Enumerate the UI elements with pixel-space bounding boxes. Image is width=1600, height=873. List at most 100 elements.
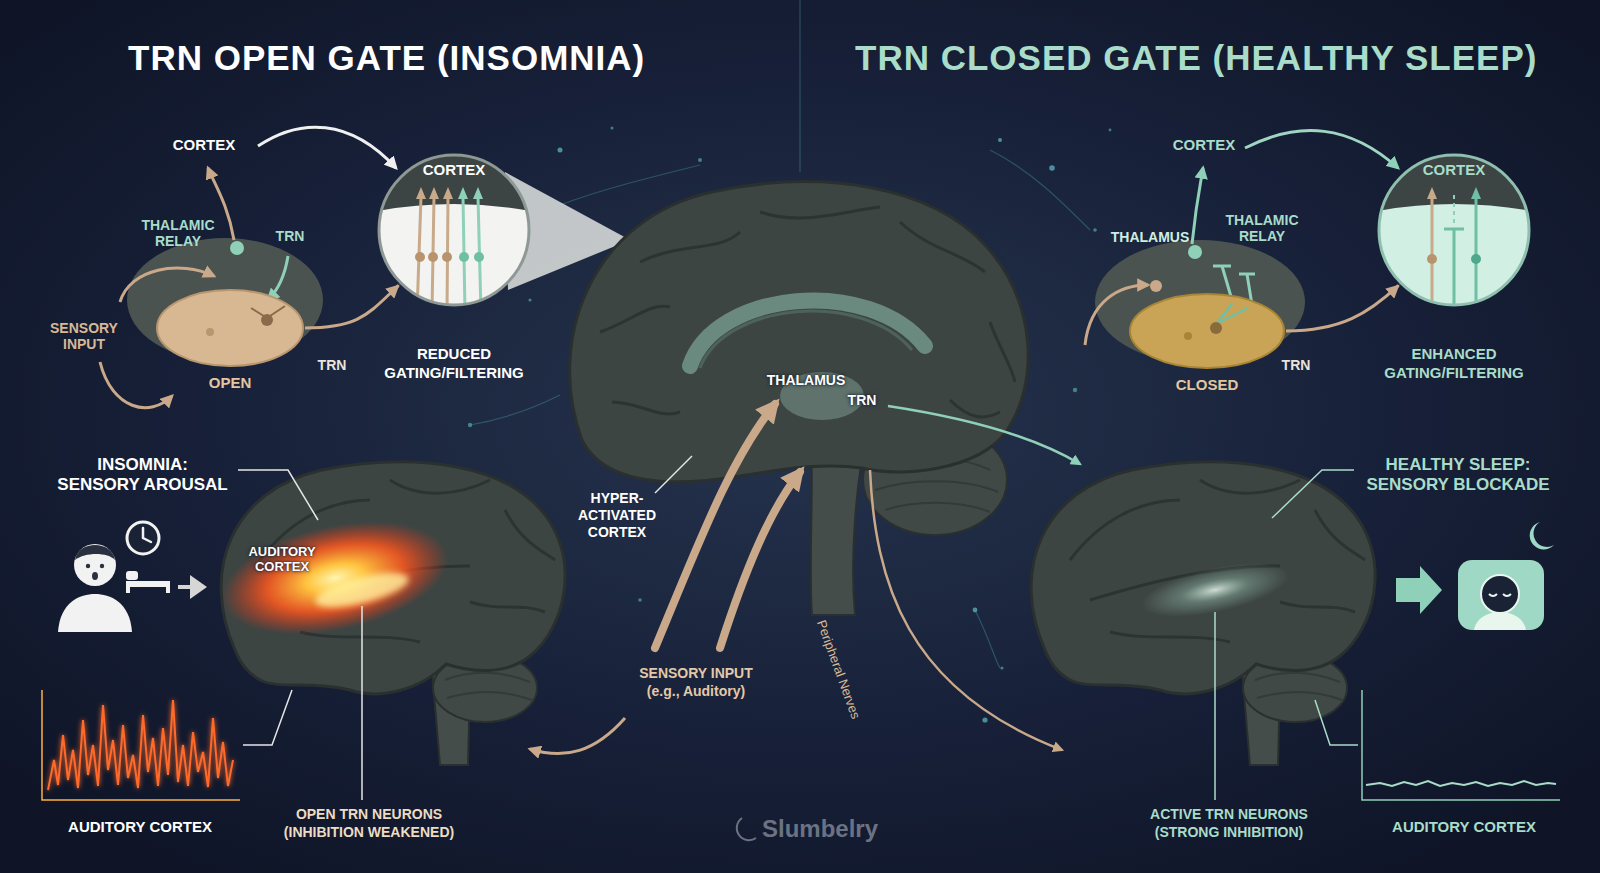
zoom-circle xyxy=(415,252,425,262)
leader-lines xyxy=(361,606,363,800)
zoom-circle xyxy=(473,187,483,199)
cortex-label: CORTEX xyxy=(377,161,531,178)
trn-nucleus xyxy=(155,288,305,368)
center-brain xyxy=(600,207,1015,417)
awake-person-icon xyxy=(75,545,115,560)
particles xyxy=(998,138,1002,142)
zoom-circle xyxy=(417,197,448,307)
sleeping-person-icon xyxy=(1458,560,1544,630)
zoom-circle xyxy=(1427,187,1437,199)
center-brain xyxy=(700,311,912,368)
particles xyxy=(698,158,702,162)
trn-nucleus xyxy=(1130,294,1284,368)
structure-label: THALAMUS xyxy=(1100,229,1200,245)
sleep-signal xyxy=(1366,781,1556,786)
particles xyxy=(638,598,642,602)
particles xyxy=(468,127,1112,723)
awake-person-icon xyxy=(100,564,104,568)
particles xyxy=(1109,129,1112,132)
leader-lines xyxy=(238,470,318,520)
network-lines xyxy=(799,0,800,172)
insomnia-brain xyxy=(212,462,565,765)
trn-nucleus xyxy=(1210,322,1222,334)
trn-nucleus xyxy=(1128,292,1286,370)
awake-person-icon xyxy=(166,581,170,593)
trn-nucleus xyxy=(1216,304,1248,324)
zoom-circle xyxy=(1377,153,1531,211)
gate-state: OPEN xyxy=(155,374,305,391)
leader-lines xyxy=(1214,612,1216,800)
right-gate-inset xyxy=(1150,280,1162,292)
leader-lines xyxy=(1272,470,1354,518)
sensory-pathways xyxy=(720,472,800,648)
particles xyxy=(611,127,614,130)
sleep-brain xyxy=(1031,462,1375,765)
left-gate-inset xyxy=(230,241,244,255)
awake-person-icon xyxy=(126,581,130,593)
state-title: HEALTHY SLEEP: SENSORY BLOCKADE xyxy=(1358,455,1558,496)
gate-connector xyxy=(1286,285,1399,331)
gating-caption: ENHANCED GATING/FILTERING xyxy=(1362,345,1546,383)
zoom-circle xyxy=(474,252,484,262)
zoom-circle: CORTEXENHANCED GATING/FILTERING xyxy=(1377,153,1531,307)
neuron-caption: ACTIVE TRN NEURONS (STRONG INHIBITION) xyxy=(1129,806,1329,841)
trn-nucleus xyxy=(206,328,214,336)
insomnia-signal xyxy=(42,690,240,800)
input-label: SENSORY INPUT (e.g., Auditory) xyxy=(626,665,766,700)
graph-caption: AUDITORY CORTEX xyxy=(1364,818,1564,835)
insomnia-signal xyxy=(42,690,240,800)
state-title: INSOMNIA: SENSORY AROUSAL xyxy=(55,455,230,496)
awake-person-icon xyxy=(58,522,207,632)
callout-label: HYPER- ACTIVATED CORTEX xyxy=(567,490,667,540)
trn-nucleus xyxy=(157,290,303,366)
awake-person-icon xyxy=(127,522,159,554)
leader-lines xyxy=(243,690,292,745)
gating-caption: REDUCED GATING/FILTERING xyxy=(362,345,546,383)
left-gate-inset xyxy=(268,256,288,300)
awake-person-icon xyxy=(126,571,138,580)
zoom-circle xyxy=(1475,197,1478,307)
region-label: AUDITORY CORTEX xyxy=(237,545,327,575)
gate-connector xyxy=(305,285,399,328)
right-gate-inset xyxy=(1192,168,1203,244)
zoom-circle: CORTEXREDUCED GATING/FILTERING xyxy=(377,153,531,307)
sleep-brain xyxy=(1031,462,1375,694)
structure-label: TRN xyxy=(842,392,882,408)
insomnia-brain xyxy=(212,503,459,653)
left-gate-inset xyxy=(100,127,630,407)
zoom-circle xyxy=(458,187,468,199)
zoom-circle xyxy=(463,197,481,307)
trn-nucleus xyxy=(261,314,273,326)
particles xyxy=(558,148,563,153)
particles xyxy=(982,717,987,722)
sleeping-person-icon xyxy=(1481,575,1519,613)
panel-heading: TRN CLOSED GATE (HEALTHY SLEEP) xyxy=(855,38,1575,78)
zoom-circle xyxy=(428,252,438,262)
panel-heading: TRN OPEN GATE (INSOMNIA) xyxy=(128,38,748,78)
awake-person-icon xyxy=(190,575,207,599)
gate-state: CLOSED xyxy=(1128,376,1286,393)
zoom-circle xyxy=(1377,153,1531,307)
zoom-circle xyxy=(1471,187,1481,199)
structure-label: SENSORY INPUT xyxy=(34,320,134,352)
structure-label: CORTEX xyxy=(1154,136,1254,153)
center-brain xyxy=(570,182,1028,615)
structure-label: THALAMUS xyxy=(751,372,861,388)
nerve-label: Peripheral Nerves xyxy=(814,618,862,717)
structure-label: TRN xyxy=(1271,357,1321,373)
particles xyxy=(1073,388,1077,392)
sleeping-person-icon xyxy=(1474,612,1526,630)
left-gate-inset xyxy=(100,362,172,408)
sleep-brain xyxy=(1255,673,1342,700)
particles xyxy=(1093,228,1097,232)
awake-person-icon xyxy=(86,564,90,568)
sensory-pathways xyxy=(655,456,692,493)
zoom-circle xyxy=(429,187,439,199)
structure-label: TRN xyxy=(307,357,357,373)
network-lines xyxy=(560,165,700,205)
